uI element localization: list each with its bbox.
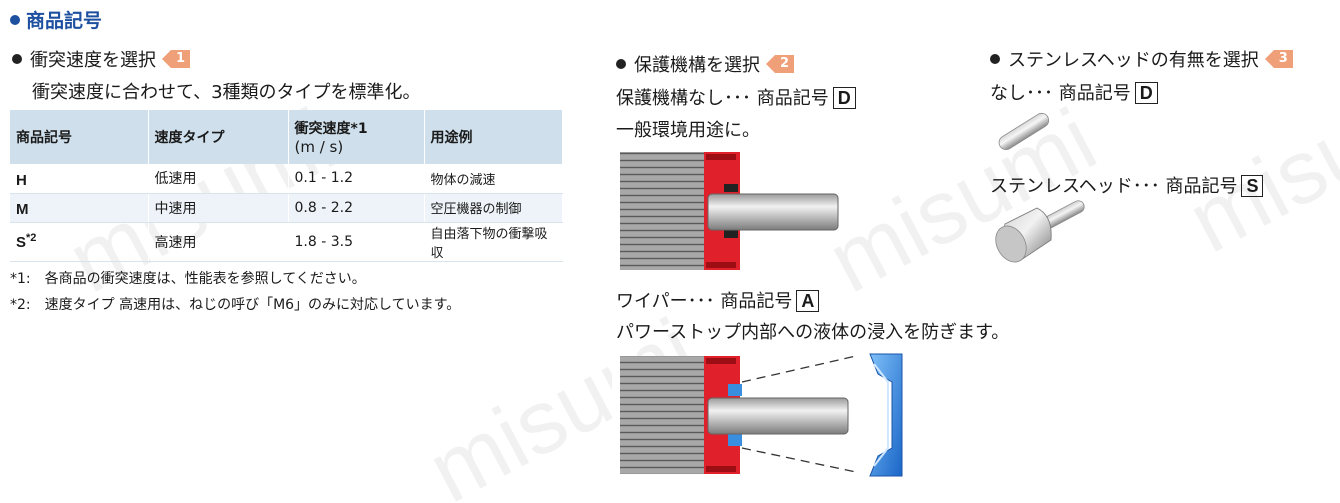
- row-use: 物体の減速: [424, 164, 563, 194]
- collision-heading-text: 衝突速度を選択: [30, 50, 156, 71]
- protection-none-label: 保護機構なし･･･ 商品記号: [616, 88, 829, 109]
- power-stop-wiper-illustration: [612, 353, 903, 477]
- table-header-row: 商品記号 速度タイプ 衝突速度*1 (m / s) 用途例: [10, 110, 563, 164]
- protection-heading: 保護機構を選択 2: [616, 51, 795, 77]
- protection-wiper-label: ワイパー･･･ 商品記号: [616, 291, 793, 312]
- step-tag-number: 2: [775, 55, 795, 73]
- row-code: S*2: [10, 222, 149, 262]
- row-type: 低速用: [148, 164, 289, 194]
- rod-tip-illustration: [998, 112, 1050, 150]
- power-stop-illustration: [612, 152, 839, 270]
- header-speed: 衝突速度*1 (m / s): [288, 110, 425, 164]
- bullet-icon: [12, 54, 22, 64]
- table-row: M 中速用 0.8 - 2.2 空圧機器の制御: [10, 193, 563, 223]
- stainless-none-label: なし･･･ 商品記号: [990, 83, 1131, 104]
- collision-heading: 衝突速度を選択 1: [12, 46, 191, 72]
- header-speed-label: 衝突速度*1: [294, 121, 368, 137]
- stainless-head-illustration: [995, 200, 1085, 263]
- table-row: H 低速用 0.1 - 1.2 物体の減速: [10, 164, 563, 194]
- table-row: S*2 高速用 1.8 - 3.5 自由落下物の衝撃吸収: [10, 222, 563, 262]
- step-tag: 1: [162, 50, 191, 68]
- stainless-heading: ステンレスヘッドの有無を選択 3: [990, 46, 1293, 72]
- row-speed: 1.8 - 3.5: [288, 222, 425, 262]
- row-type: 中速用: [148, 193, 289, 223]
- bullet-icon: [10, 14, 20, 25]
- step-tag-number: 3: [1273, 50, 1293, 68]
- speed-type-table: 商品記号 速度タイプ 衝突速度*1 (m / s) 用途例 H 低速用 0.1 …: [10, 110, 563, 262]
- header-type: 速度タイプ: [148, 110, 289, 164]
- row-speed: 0.1 - 1.2: [288, 164, 425, 194]
- collision-description: 衝突速度に合わせて、3種類のタイプを標準化。: [32, 82, 421, 103]
- section-title: 商品記号: [10, 6, 102, 33]
- row-code: M: [10, 193, 149, 223]
- row-code: H: [10, 164, 149, 194]
- code-box: A: [796, 290, 820, 312]
- footnote-1: *1: 各商品の衝突速度は、性能表を参照してください。: [10, 271, 366, 287]
- row-speed: 0.8 - 2.2: [288, 193, 425, 223]
- code-box: S: [1241, 175, 1264, 197]
- protection-none-desc: 一般環境用途に。: [616, 120, 760, 141]
- step-tag-number: 1: [171, 50, 191, 68]
- row-type: 高速用: [148, 222, 289, 262]
- step-tag: 3: [1264, 50, 1293, 68]
- code-box: D: [832, 87, 856, 109]
- row-use: 空圧機器の制御: [424, 193, 563, 223]
- bullet-icon: [616, 59, 626, 69]
- protection-heading-text: 保護機構を選択: [634, 55, 760, 76]
- protection-wiper-desc: パワーストップ内部への液体の浸入を防ぎます。: [616, 322, 1010, 343]
- code-box: D: [1134, 82, 1158, 104]
- step-tag: 2: [766, 55, 795, 73]
- stainless-heading-text: ステンレスヘッドの有無を選択: [1008, 50, 1259, 71]
- section-title-text: 商品記号: [26, 10, 103, 32]
- header-speed-unit: (m / s): [294, 138, 344, 156]
- header-code: 商品記号: [10, 110, 149, 164]
- stainless-head-label: ステンレスヘッド･･･ 商品記号: [990, 176, 1238, 197]
- row-use: 自由落下物の衝撃吸収: [424, 222, 563, 262]
- footnote-2: *2: 速度タイプ 高速用は、ねじの呼び「M6」のみに対応しています。: [10, 297, 461, 313]
- header-use: 用途例: [424, 110, 563, 164]
- watermark: misumi: [1172, 50, 1340, 273]
- bullet-icon: [990, 54, 1000, 64]
